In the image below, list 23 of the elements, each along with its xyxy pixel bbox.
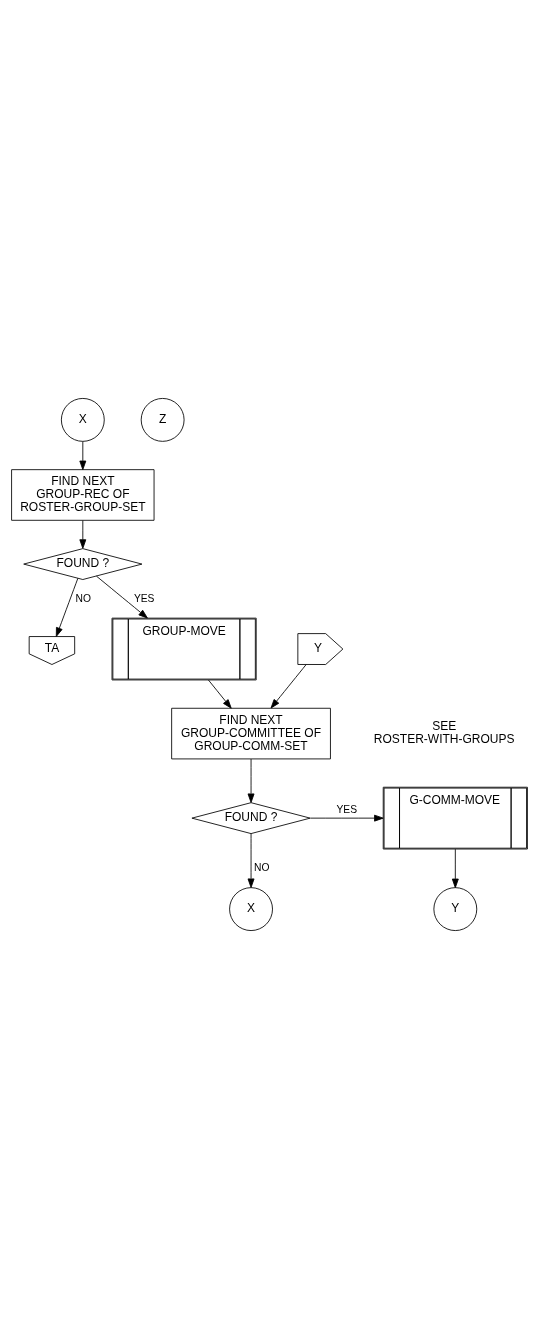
node-circle: Y [433, 887, 478, 931]
arrow [270, 664, 307, 709]
label: SEE ROSTER-WITH-GROUPS [373, 719, 515, 747]
arrow [310, 814, 384, 822]
arrow [208, 679, 232, 709]
edge-label: YES [133, 592, 155, 604]
arrow [247, 833, 255, 888]
edge-label: NO [254, 862, 270, 873]
node-box: FIND NEXT GROUP-REC OF ROSTER-GROUP-SET [11, 469, 155, 521]
arrow [79, 441, 87, 471]
edge-label: YES [336, 803, 358, 815]
node-circle: Z [140, 398, 185, 442]
arrow [55, 577, 79, 637]
arrow [96, 575, 148, 619]
arrow [79, 520, 87, 549]
node-circle: X [60, 398, 105, 442]
node-diamond: FOUND ? [23, 548, 143, 580]
node-box: FIND NEXT GROUP-COMMITTEE OF GROUP-COMM-SET [171, 707, 331, 760]
node-circle: X [229, 887, 273, 931]
arrow [451, 848, 459, 889]
node-diamond: FOUND ? [191, 802, 311, 834]
arrow [247, 758, 255, 803]
edge-label: NO [75, 592, 91, 604]
